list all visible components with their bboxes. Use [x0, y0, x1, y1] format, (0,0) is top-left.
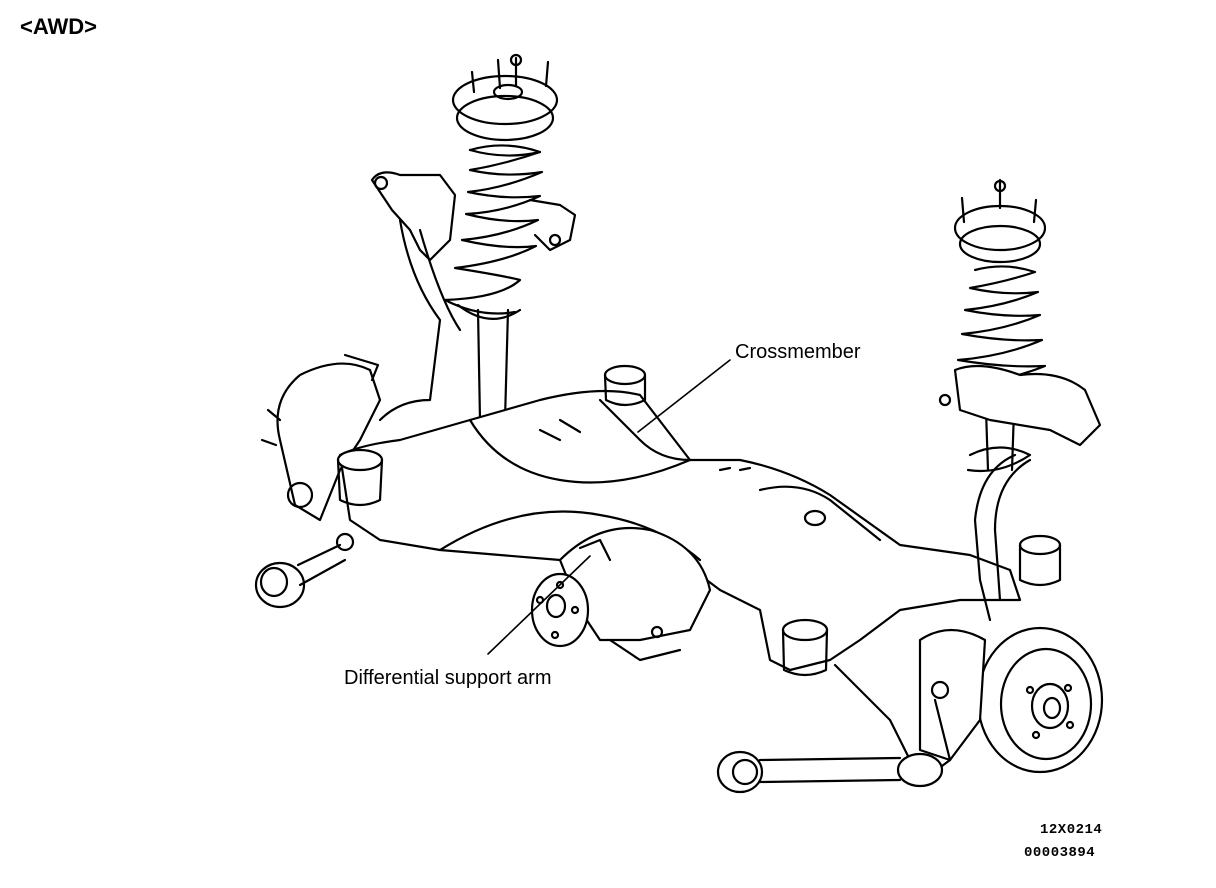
left-strut-assembly: [370, 53, 577, 422]
diagram-heading: <AWD>: [20, 14, 98, 39]
crossmember-leader: [637, 359, 731, 433]
crossmember-body: [336, 364, 1062, 677]
crossmember-label: Crossmember: [735, 341, 861, 363]
right-hub: [918, 626, 1104, 774]
right-stabilizer: [973, 453, 1032, 622]
document-code: 00003894: [1024, 845, 1096, 861]
left-knuckle: [260, 353, 382, 522]
differential: [530, 526, 712, 662]
figure-code: 12X0214: [1040, 822, 1103, 838]
left-lateral-link: [254, 532, 355, 609]
right-strut-assembly: [938, 178, 1102, 473]
right-lower-arm: [716, 663, 952, 794]
differential-support-arm-label: Differential support arm: [344, 667, 552, 689]
differential-arm-leader: [487, 555, 591, 655]
